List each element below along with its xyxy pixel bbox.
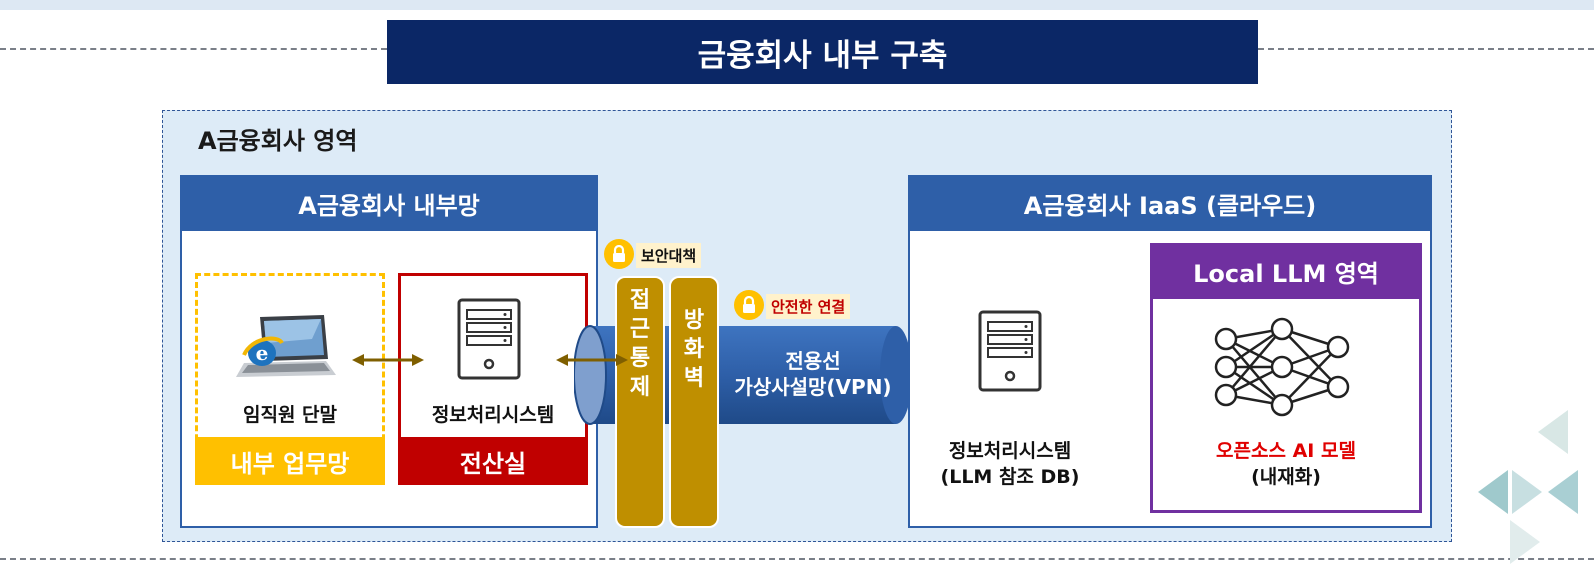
- decor-triangle: [1548, 470, 1578, 514]
- cloud-info-system-line1: 정보처리시스템: [948, 440, 1072, 462]
- bidirectional-arrow: [556, 352, 628, 366]
- local-llm-header: Local LLM 영역: [1150, 243, 1422, 299]
- cloud-info-system-line2: (LLM 참조 DB): [940, 466, 1080, 488]
- firewall-label: 방화벽: [683, 308, 705, 391]
- region-title: A금융회사 영역: [198, 127, 358, 155]
- firewall-pillar: 방화벽: [669, 276, 719, 528]
- employee-terminal-label: 임직원 단말: [242, 404, 337, 426]
- vpn-label-line1: 전용선: [785, 349, 841, 373]
- info-system-label: 정보처리시스템: [431, 404, 555, 426]
- svg-text:e: e: [256, 341, 269, 365]
- server-icon: [455, 298, 523, 382]
- open-source-ai-model-line1: 오픈소스 AI 모델: [1216, 440, 1356, 462]
- top-band: [0, 0, 1594, 10]
- vpn-label: 전용선 가상사설망(VPN): [716, 348, 910, 400]
- decor-triangle: [1510, 520, 1540, 564]
- bottom-dashed-line: [0, 558, 1594, 560]
- server-icon: [976, 310, 1044, 394]
- lock-icon: [734, 290, 764, 320]
- cloud-info-system-label: 정보처리시스템 (LLM 참조 DB): [915, 438, 1105, 490]
- cloud-header: A금융회사 IaaS (클라우드): [909, 176, 1431, 231]
- data-center-zone-label: 전산실: [398, 437, 588, 485]
- open-source-ai-model-line2: (내재화): [1251, 466, 1321, 488]
- decor-triangle: [1538, 410, 1568, 454]
- top-dashed-line-right: [1258, 48, 1594, 50]
- lock-icon: [604, 239, 634, 269]
- vpn-label-line2: 가상사설망(VPN): [734, 375, 892, 399]
- open-source-ai-model-label: 오픈소스 AI 모델 (내재화): [1156, 438, 1416, 490]
- safe-connection-badge: 안전한 연결: [766, 294, 851, 319]
- security-measures-badge: 보안대책: [636, 243, 702, 268]
- access-control-pillar: 접근통제: [615, 276, 665, 528]
- internal-business-zone-label: 내부 업무망: [195, 437, 385, 485]
- bidirectional-arrow: [352, 352, 424, 366]
- page-title: 금융회사 내부 구축: [387, 20, 1258, 84]
- decor-triangle: [1512, 470, 1542, 514]
- internal-network-header: A금융회사 내부망: [181, 176, 597, 231]
- decor-triangle: [1478, 470, 1508, 514]
- neural-network-icon: [1212, 317, 1352, 417]
- access-control-label: 접근통제: [629, 288, 651, 400]
- laptop-icon: e: [232, 313, 338, 383]
- top-dashed-line-left: [0, 48, 387, 50]
